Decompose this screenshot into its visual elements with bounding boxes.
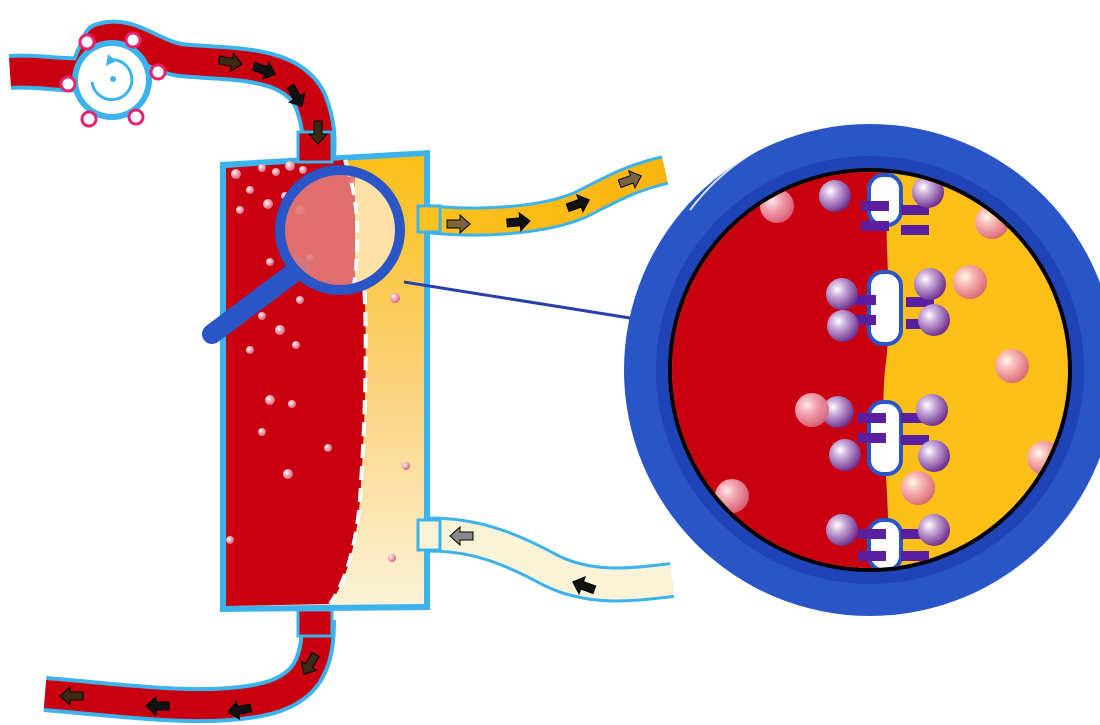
protein-molecule xyxy=(826,514,858,546)
membrane-pore xyxy=(869,520,901,570)
protein-molecule xyxy=(829,439,861,471)
particle xyxy=(390,293,400,303)
particle xyxy=(258,312,266,320)
particle xyxy=(258,428,266,436)
protein-molecule xyxy=(916,394,948,426)
membrane-pore xyxy=(869,272,901,344)
protein-molecule xyxy=(918,514,950,546)
particle xyxy=(265,395,275,405)
particle xyxy=(324,444,332,452)
protein-molecule xyxy=(918,304,950,336)
particle xyxy=(231,169,241,179)
particle xyxy=(288,400,296,408)
protein-molecule xyxy=(827,310,859,342)
particle xyxy=(266,258,274,266)
membrane-closeup xyxy=(624,118,1100,616)
blood-outflow-tube xyxy=(45,620,318,705)
zoom-connector-line xyxy=(404,282,630,318)
particle xyxy=(258,164,266,172)
particle xyxy=(226,536,234,544)
protein-molecule xyxy=(819,180,851,212)
blood-inflow-tube xyxy=(10,38,319,160)
solute-particle xyxy=(901,471,935,505)
particle xyxy=(296,296,304,304)
protein-molecule xyxy=(918,440,950,472)
protein-link xyxy=(858,551,886,561)
protein-molecule xyxy=(914,268,946,300)
particle xyxy=(285,161,295,171)
membrane-pore xyxy=(869,175,901,225)
protein-link xyxy=(901,551,929,561)
particle xyxy=(299,166,307,174)
protein-link xyxy=(901,225,929,235)
protein-molecule xyxy=(826,278,858,310)
protein-link xyxy=(858,433,886,443)
particle xyxy=(246,346,254,354)
protein-link xyxy=(858,413,886,423)
solute-particle xyxy=(953,265,987,299)
particle xyxy=(388,554,396,562)
particle xyxy=(263,199,273,209)
particle xyxy=(283,469,293,479)
particle xyxy=(272,168,280,176)
protein-link xyxy=(861,201,889,211)
particle xyxy=(402,462,410,470)
solute-particle xyxy=(995,349,1029,383)
protein-link xyxy=(858,529,886,539)
particle xyxy=(292,341,300,349)
particle xyxy=(246,186,254,194)
solute-particle xyxy=(795,393,829,427)
protein-link xyxy=(861,221,889,231)
particle xyxy=(236,206,244,214)
particle xyxy=(275,325,285,335)
